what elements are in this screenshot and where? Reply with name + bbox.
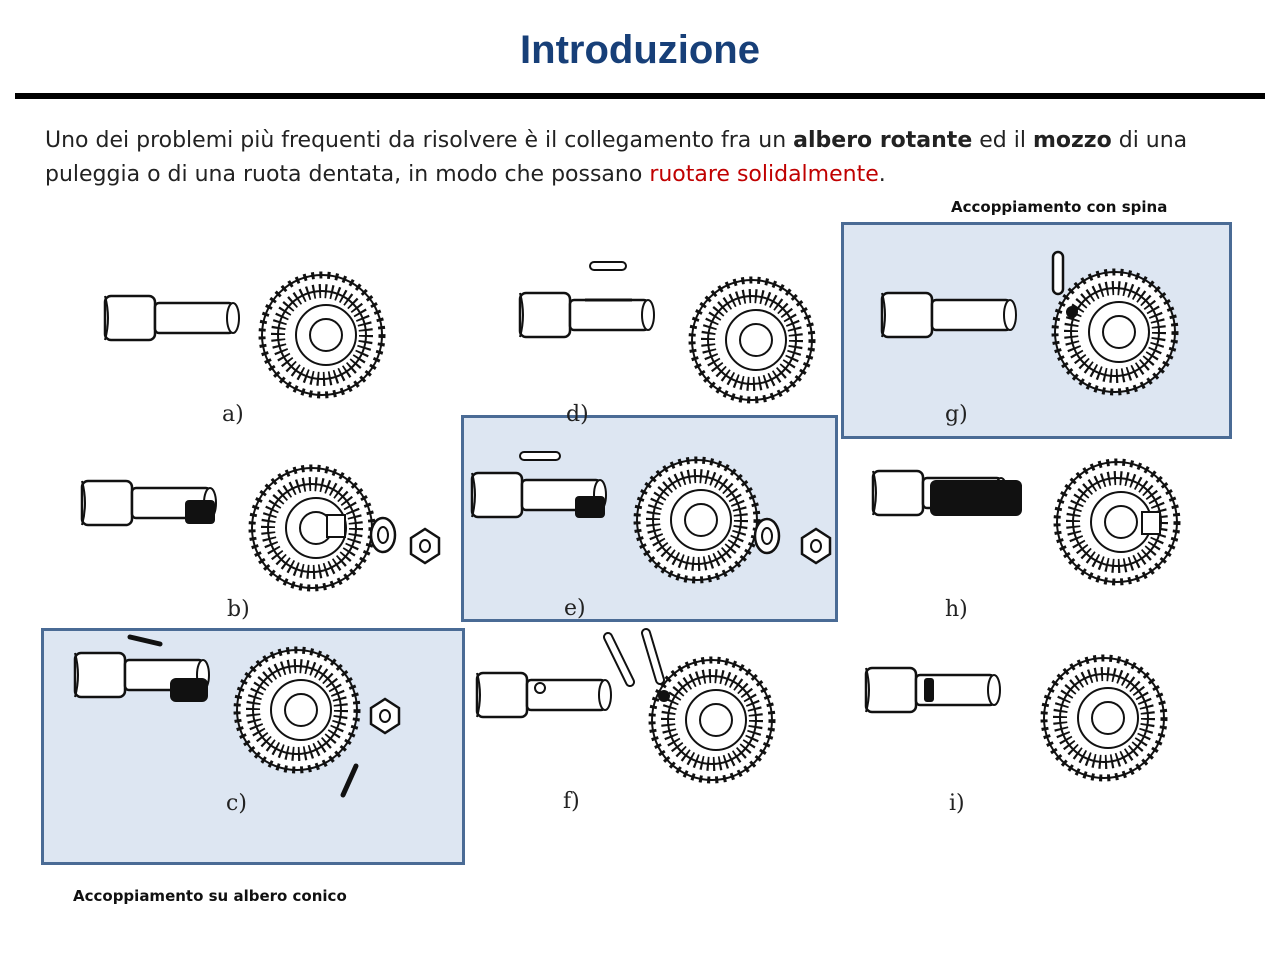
intro-paragraph: Uno dei problemi più frequenti da risolv… — [45, 124, 1245, 192]
intro-text-3: di una puleggia o di una ruota dentata, … — [45, 128, 1188, 187]
figure-label-f: f) — [563, 789, 580, 814]
slide-title: Introduzione — [520, 28, 760, 72]
figure-label-e: e) — [564, 596, 586, 621]
figure-label-g: g) — [945, 402, 968, 427]
figure-label-h: h) — [945, 597, 968, 622]
intro-red-phrase: ruotare solidalmente — [649, 162, 879, 187]
figure-label-b: b) — [227, 597, 250, 622]
figure-label-c: c) — [226, 791, 247, 816]
intro-bold-mozzo: mozzo — [1032, 128, 1112, 153]
figure-d — [518, 261, 812, 400]
figure-b — [80, 468, 441, 588]
figure-h — [871, 462, 1177, 582]
figure-f — [475, 628, 772, 780]
figure-a — [103, 275, 382, 395]
intro-bold-albero: albero rotante — [793, 128, 973, 153]
figure-e — [470, 451, 832, 580]
title-divider — [15, 93, 1265, 99]
figure-c — [73, 634, 401, 798]
figure-label-i: i) — [949, 791, 965, 816]
intro-text-2: ed il — [972, 128, 1033, 153]
figure-label-d: d) — [566, 402, 589, 427]
intro-text-1: Uno dei problemi più frequenti da risolv… — [45, 128, 794, 153]
figure-label-a: a) — [222, 402, 244, 427]
intro-text-4: . — [878, 162, 886, 187]
caption-spina: Accoppiamento con spina — [951, 198, 1168, 216]
figure-i — [864, 658, 1164, 778]
figure-g — [880, 250, 1175, 392]
caption-conico: Accoppiamento su albero conico — [73, 887, 347, 905]
